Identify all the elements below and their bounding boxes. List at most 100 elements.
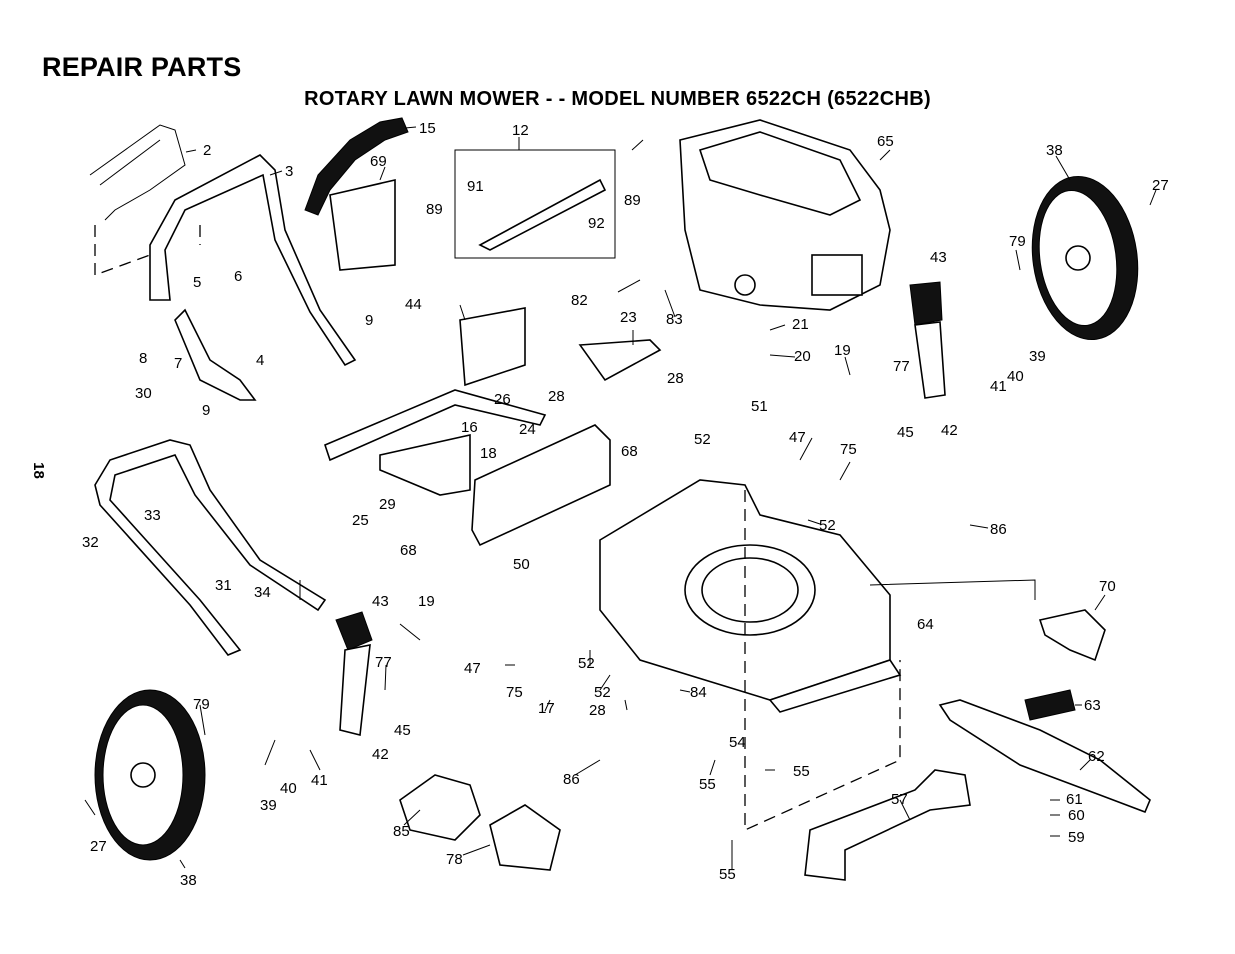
callout: 33 [144,507,161,524]
callout: 38 [180,872,197,889]
deck-leader [869,579,1036,600]
callout: 8 [139,350,147,367]
lower-handle [94,439,327,656]
callout: 18 [480,445,497,462]
adjuster-lever-right [914,321,946,399]
callout: 6 [234,268,242,285]
rear-baffle [379,434,471,496]
cover-78 [489,804,561,871]
callout: 57 [891,791,908,808]
callout: 55 [719,866,736,883]
callout: 92 [588,215,605,232]
callout: 5 [193,274,201,291]
callout: 52 [594,684,611,701]
rear-bracket-26 [459,307,526,387]
callout: 77 [375,654,392,671]
callout: 34 [254,584,271,601]
callout: 68 [400,542,417,559]
callout: 43 [372,593,389,610]
callout: 52 [578,655,595,672]
callout: 42 [372,746,389,763]
callout: 61 [1066,791,1083,808]
callout: 75 [506,684,523,701]
callout: 50 [513,556,530,573]
callout: 79 [1009,233,1026,250]
callout: 47 [789,429,806,446]
callout: 28 [667,370,684,387]
callout: 20 [794,348,811,365]
callout: 60 [1068,807,1085,824]
callout: 51 [751,398,768,415]
rear-door-rod [478,178,607,251]
deck-dashed-lines [744,490,901,832]
callout: 89 [426,201,443,218]
callout: 86 [990,521,1007,538]
callout: 25 [352,512,369,529]
front-wheel-bottom [94,689,206,861]
callout: 32 [82,534,99,551]
callout: 83 [666,311,683,328]
callout: 31 [215,577,232,594]
callout: 24 [519,421,536,438]
cover-85 [399,774,481,841]
callout: 52 [819,517,836,534]
callout: 28 [548,388,565,405]
callout: 54 [729,734,746,751]
callout: 39 [260,797,277,814]
callout: 26 [494,391,511,408]
callout-box-12 [454,149,616,259]
callout: 52 [694,431,711,448]
callout: 16 [461,419,478,436]
callout: 82 [571,292,588,309]
callout: 85 [393,823,410,840]
callout: 4 [256,352,264,369]
callout: 15 [419,120,436,137]
callout: 28 [589,702,606,719]
callout: 42 [941,422,958,439]
callout: 41 [990,378,1007,395]
callout: 27 [1152,177,1169,194]
callout: 45 [897,424,914,441]
blade [938,699,1151,814]
callout: 62 [1088,748,1105,765]
rear-deflector [804,769,971,881]
callout: 64 [917,616,934,633]
adjuster-grip-left [335,611,373,651]
callout: 75 [840,441,857,458]
callout: 2 [203,142,211,159]
callout-labels: 2 3 15 69 12 89 91 92 89 65 38 27 5 6 8 … [82,120,1169,889]
callout: 78 [446,851,463,868]
engine [679,119,891,311]
callout: 70 [1099,578,1116,595]
callout: 89 [624,192,641,209]
callout: 55 [699,776,716,793]
bag-panel [329,178,396,271]
callout: 27 [90,838,107,855]
callout: 77 [893,358,910,375]
diagram-subtitle: ROTARY LAWN MOWER - - MODEL NUMBER 6522C… [304,88,931,110]
rear-door-24 [471,424,611,547]
callout: 19 [834,342,851,359]
callout: 23 [620,309,637,326]
callout: 47 [464,660,481,677]
leader-lines [84,126,1157,870]
callout: 55 [793,763,810,780]
callout: 44 [405,296,422,313]
callout: 9 [202,402,210,419]
callout: 65 [877,133,894,150]
callout: 9 [365,312,373,329]
callout: 69 [370,153,387,170]
callout: 91 [467,178,484,195]
adjuster-grip-right [909,281,943,326]
callout: 86 [563,771,580,788]
callout: 7 [174,355,182,372]
callout: 17 [538,700,555,717]
callout: 3 [285,163,293,180]
callout: 84 [690,684,707,701]
chute-handle [304,117,409,216]
callout: 12 [512,122,529,139]
callout: 19 [418,593,435,610]
callout: 21 [792,316,809,333]
rear-plate [324,389,547,462]
